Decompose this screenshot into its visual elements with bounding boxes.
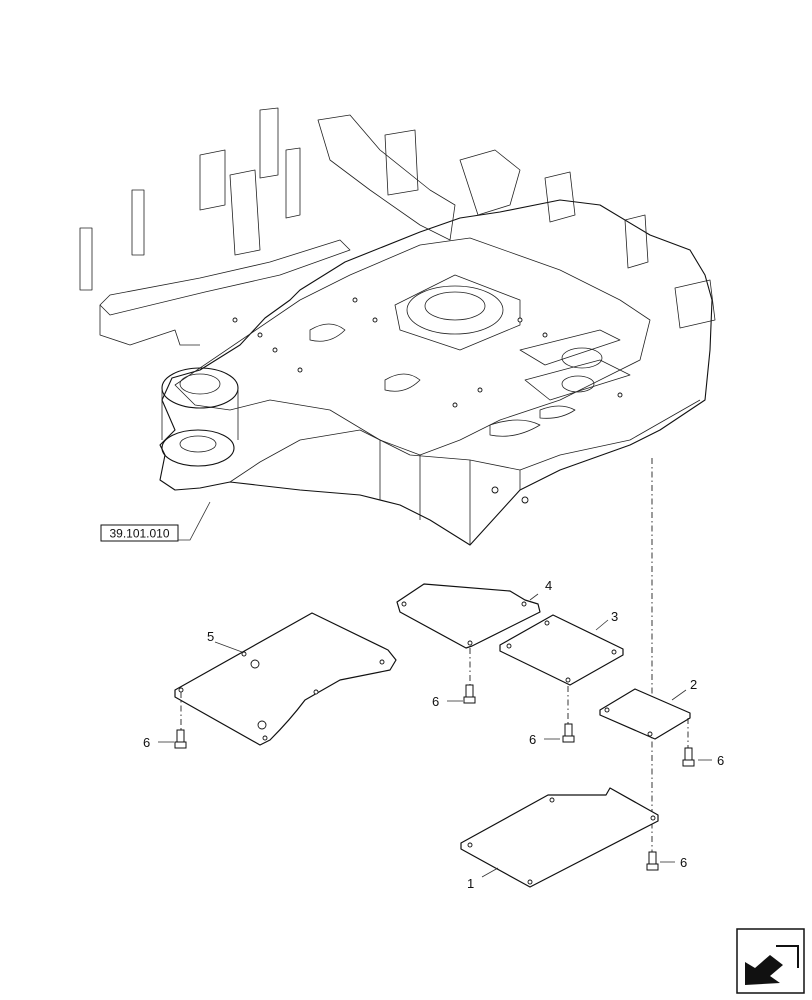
cover-plate-3 [499, 614, 624, 725]
next-page-arrow-icon[interactable] [736, 928, 805, 994]
reference-label: 39.101.010 [109, 527, 169, 541]
callout-part-3: 3 [611, 609, 618, 624]
callout-bolt-b: 6 [432, 694, 439, 709]
callout-bolt-e: 6 [680, 855, 687, 870]
reference-box[interactable]: 39.101.010 [100, 501, 211, 542]
bolt-d [682, 747, 695, 767]
callout-bolt-d: 6 [717, 753, 724, 768]
bolt-c [562, 723, 575, 743]
bolt-e [646, 851, 659, 871]
cover-plate-4 [396, 583, 541, 695]
callout-bolt-c: 6 [529, 732, 536, 747]
cover-plate-5 [174, 612, 397, 746]
callout-bolt-a: 6 [143, 735, 150, 750]
upper-frame-assembly [79, 107, 716, 546]
callout-part-5: 5 [207, 629, 214, 644]
callout-part-2: 2 [690, 677, 697, 692]
deck-holes [232, 297, 623, 504]
bolt-b [463, 684, 476, 704]
callout-leaders [158, 593, 712, 878]
cover-plate-1 [460, 787, 659, 888]
bolt-a [174, 729, 187, 749]
callout-part-1: 1 [467, 876, 474, 891]
callout-part-4: 4 [545, 578, 552, 593]
cover-plate-2 [599, 688, 691, 755]
